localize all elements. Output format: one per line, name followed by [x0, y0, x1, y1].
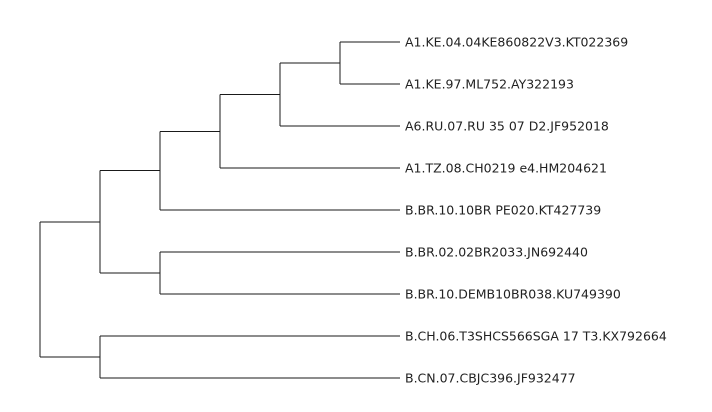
leaf-label: B.CN.07.CBJC396.JF932477: [405, 371, 576, 386]
leaf-labels: A1.KE.04.04KE860822V3.KT022369 A1.KE.97.…: [405, 35, 667, 386]
tree-branches: [39, 41, 400, 379]
leaf-label: A1.KE.04.04KE860822V3.KT022369: [405, 35, 628, 50]
leaf-label: A1.TZ.08.CH0219 e4.HM204621: [405, 161, 607, 176]
leaf-label: B.BR.10.DEMB10BR038.KU749390: [405, 287, 621, 302]
leaf-label: A6.RU.07.RU 35 07 D2.JF952018: [405, 119, 609, 134]
leaf-label: B.BR.02.02BR2033.JN692440: [405, 245, 588, 260]
leaf-label: A1.KE.97.ML752.AY322193: [405, 77, 574, 92]
leaf-label: B.BR.10.10BR PE020.KT427739: [405, 203, 601, 218]
leaf-label: B.CH.06.T3SHCS566SGA 17 T3.KX792664: [405, 329, 667, 344]
